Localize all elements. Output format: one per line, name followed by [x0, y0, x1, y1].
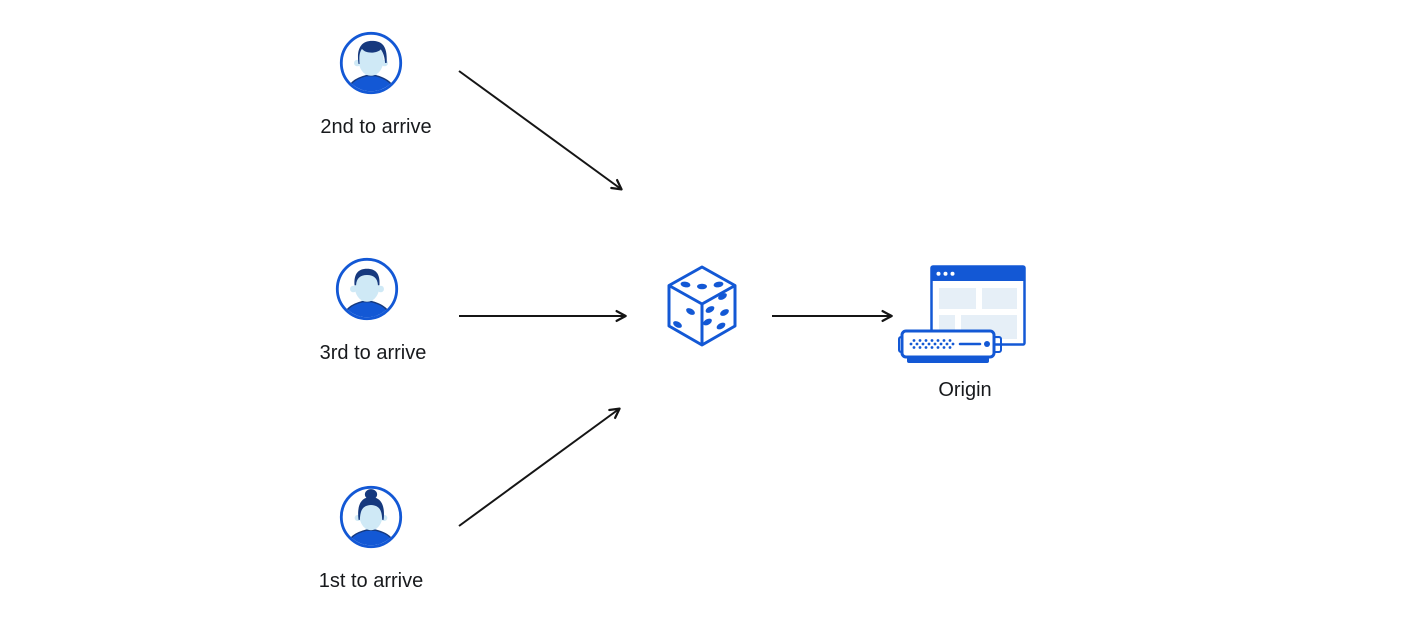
client-2nd-label: 2nd to arrive	[320, 116, 432, 138]
origin-label: Origin	[938, 379, 992, 401]
arrow-client-1st-to-dice	[458, 407, 621, 527]
avatar-woman-bun-icon	[339, 485, 403, 549]
avatar-man-short-hair-icon	[335, 257, 399, 321]
server-status-dot	[984, 341, 990, 347]
server-vent-dots	[909, 339, 955, 349]
arrow-client-2nd-to-dice	[458, 70, 623, 191]
client-1st-label: 1st to arrive	[318, 570, 424, 592]
server-box	[898, 329, 1002, 363]
avatar-man-swept-hair-icon	[339, 31, 403, 95]
origin-server-browser-icon	[898, 265, 1026, 363]
dice-icon	[667, 265, 737, 347]
client-3rd-label: 3rd to arrive	[319, 342, 427, 364]
dice-pips	[673, 281, 729, 330]
